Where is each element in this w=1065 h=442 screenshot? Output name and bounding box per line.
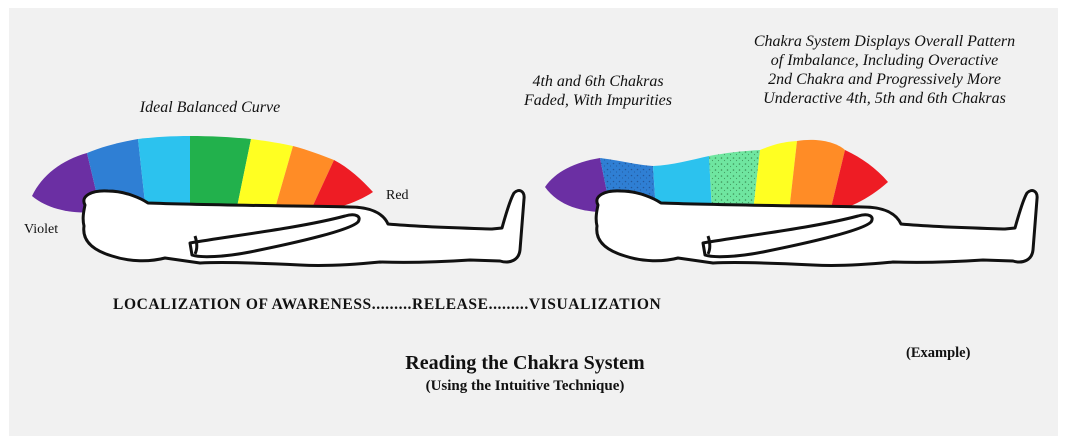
red-label: Red bbox=[386, 188, 409, 204]
ideal-curve-caption: Ideal Balanced Curve bbox=[100, 98, 320, 117]
imbalance-note-line-3: 2nd Chakra and Progressively More bbox=[712, 70, 1057, 89]
process-line: LOCALIZATION OF AWARENESS.........RELEAS… bbox=[113, 296, 661, 314]
imbalance-note-line-1: Chakra System Displays Overall Pattern bbox=[712, 32, 1057, 51]
diagram-title: Reading the Chakra System bbox=[360, 352, 690, 375]
imbalance-note-line-4: Underactive 4th, 5th and 6th Chakras bbox=[712, 89, 1057, 108]
violet-label: Violet bbox=[24, 222, 58, 238]
imbalance-pattern-note: Chakra System Displays Overall Pattern o… bbox=[712, 32, 1057, 108]
faded-chakras-note-line-2: Faded, With Impurities bbox=[488, 91, 708, 110]
diagram-subtitle: (Using the Intuitive Technique) bbox=[360, 378, 690, 395]
faded-chakras-note-line-1: 4th and 6th Chakras bbox=[488, 72, 708, 91]
example-label: (Example) bbox=[906, 345, 970, 362]
right-band-green-impurities bbox=[709, 150, 760, 212]
faded-chakras-note: 4th and 6th Chakras Faded, With Impuriti… bbox=[488, 72, 708, 110]
imbalance-note-line-2: of Imbalance, Including Overactive bbox=[712, 51, 1057, 70]
